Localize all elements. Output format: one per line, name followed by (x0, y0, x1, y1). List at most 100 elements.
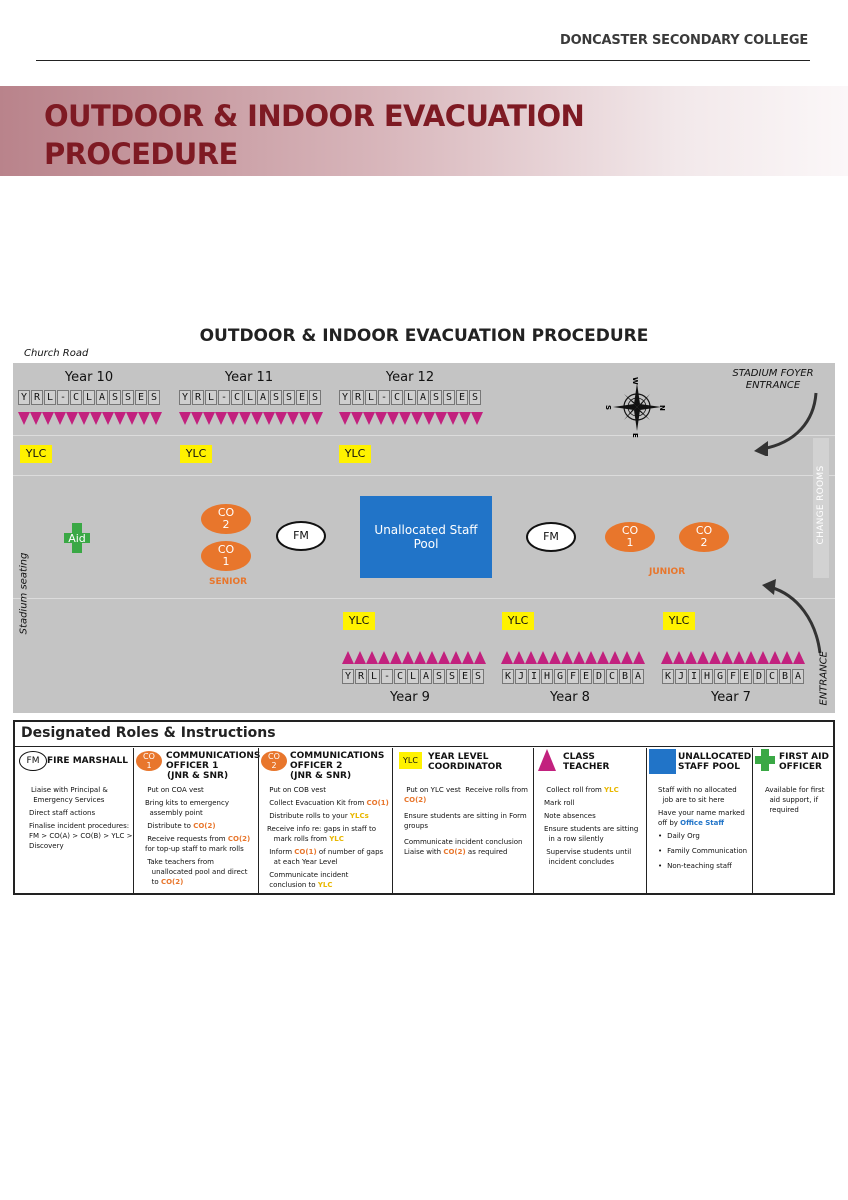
header-rule (36, 60, 810, 61)
road-label: Church Road (24, 348, 89, 359)
stadium-foyer-entrance-label: STADIUM FOYER ENTRANCE (732, 368, 814, 391)
class-letter-box: L (44, 390, 56, 405)
class-triangle-marker (459, 412, 471, 425)
class-letter-box: H (541, 669, 553, 684)
class-triangle-marker (78, 412, 90, 425)
year-7-label: Year 7 (711, 690, 751, 705)
year-8-class-markers (501, 651, 645, 664)
class-letter-box: D (593, 669, 605, 684)
class-letter-box: I (528, 669, 540, 684)
roles-panel: Designated Roles & Instructions FM FIRE … (13, 720, 835, 895)
class-triangle-marker (299, 412, 311, 425)
map-divider (13, 475, 835, 476)
fm-instructions: Liaise with Principal & Emergency Servic… (29, 786, 133, 850)
change-rooms: CHANGE ROOMS (813, 438, 829, 578)
class-triangle-marker (438, 651, 450, 664)
class-letter-box: A (632, 669, 644, 684)
class-triangle-marker (462, 651, 474, 664)
class-triangle-marker (342, 651, 354, 664)
column-separator (133, 748, 134, 893)
year-9-class-markers (342, 651, 486, 664)
class-letter-box: J (515, 669, 527, 684)
class-letter-box: S (148, 390, 160, 405)
class-triangle-marker (537, 651, 549, 664)
year-9-label: Year 9 (390, 690, 430, 705)
co2-instructions: Put on COB vest Collect Evacuation Kit f… (267, 786, 389, 889)
aid-legend-title: FIRST AID OFFICER (779, 752, 829, 772)
staff-pool-legend-icon (649, 749, 676, 774)
class-triangle-marker (423, 412, 435, 425)
class-letter-box: - (57, 390, 69, 405)
class-triangle-marker (414, 651, 426, 664)
map-title: OUTDOOR & INDOOR EVACUATION PROCEDURE (199, 326, 649, 346)
class-triangle-marker (251, 412, 263, 425)
class-triangle-marker (633, 651, 645, 664)
ylc-legend-icon: YLC (399, 752, 422, 769)
class-triangle-marker (126, 412, 138, 425)
class-triangle-marker (621, 651, 633, 664)
class-triangle-marker (501, 651, 513, 664)
class-letter-box: J (675, 669, 687, 684)
compass-e: E (631, 433, 639, 438)
class-triangle-marker (769, 651, 781, 664)
class-letter-box: L (404, 390, 416, 405)
class-triangle-marker (66, 412, 78, 425)
class-letter-box: E (740, 669, 752, 684)
class-triangle-marker (471, 412, 483, 425)
class-letter-box: G (554, 669, 566, 684)
class-letter-box: S (283, 390, 295, 405)
year-10-label: Year 10 (64, 370, 114, 385)
class-letter-box: G (714, 669, 726, 684)
class-triangle-marker (474, 651, 486, 664)
class-letter-box: - (378, 390, 390, 405)
class-triangle-marker (609, 651, 621, 664)
class-triangle-marker (525, 651, 537, 664)
class-letter-box: Y (342, 669, 354, 684)
class-letter-box: S (469, 390, 481, 405)
class-letter-box: E (580, 669, 592, 684)
map-divider (13, 598, 835, 599)
first-aid-legend-icon (755, 749, 775, 771)
class-triangle-marker (745, 651, 757, 664)
class-letter-box: S (446, 669, 458, 684)
class-triangle-marker (733, 651, 745, 664)
class-triangle-marker (375, 412, 387, 425)
class-triangle-marker (387, 412, 399, 425)
stadium-seating-label: Stadium seating (18, 552, 30, 635)
class-letter-box: L (368, 669, 380, 684)
class-letter-box: Y (339, 390, 351, 405)
class-triangle-marker (549, 651, 561, 664)
class-triangle-marker (721, 651, 733, 664)
class-letter-box: C (394, 669, 406, 684)
fm-legend-icon: FM (19, 751, 47, 771)
class-triangle-marker (399, 412, 411, 425)
class-letter-box: C (606, 669, 618, 684)
pool-legend-title: UNALLOCATED STAFF POOL (678, 752, 752, 772)
class-triangle-marker (191, 412, 203, 425)
class-triangle-marker (685, 651, 697, 664)
class-triangle-marker (378, 651, 390, 664)
class-triangle-marker (585, 651, 597, 664)
ylc-marker: YLC (20, 445, 52, 463)
ylc-legend-title: YEAR LEVEL COORDINATOR (428, 752, 503, 772)
class-triangle-marker (351, 412, 363, 425)
page-title: OUTDOOR & INDOOR EVACUATION PROCEDURE (44, 99, 585, 171)
class-letter-box: I (688, 669, 700, 684)
class-triangle-marker (138, 412, 150, 425)
ylc-marker: YLC (180, 445, 212, 463)
year-8-label: Year 8 (550, 690, 590, 705)
class-triangle-marker (215, 412, 227, 425)
roles-heading: Designated Roles & Instructions (21, 725, 276, 741)
class-letter-box: R (31, 390, 43, 405)
class-letter-box: B (779, 669, 791, 684)
class-letter-box: L (365, 390, 377, 405)
class-triangle-marker (757, 651, 769, 664)
class-letter-box: L (244, 390, 256, 405)
class-letter-box: E (456, 390, 468, 405)
class-triangle-marker (363, 412, 375, 425)
class-letter-box: A (420, 669, 432, 684)
